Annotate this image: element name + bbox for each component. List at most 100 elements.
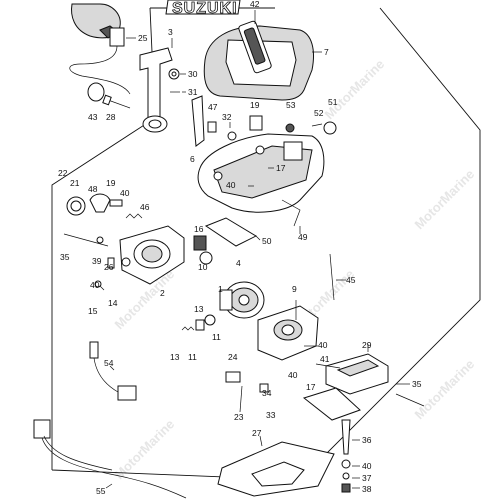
callout-31: 31 xyxy=(188,87,198,97)
callout-40-top: 40 xyxy=(226,180,236,190)
callout-50: 50 xyxy=(262,236,272,246)
callout-19: 19 xyxy=(250,100,260,110)
seal xyxy=(89,193,111,213)
spacer xyxy=(195,319,205,331)
callout-9: 9 xyxy=(292,284,297,294)
callout-35-right: 35 xyxy=(412,379,422,389)
shaft-bolt xyxy=(107,99,131,109)
callout-35-left: 35 xyxy=(60,252,70,262)
spring xyxy=(125,213,143,219)
callout-40-right: 40 xyxy=(318,340,328,350)
callout-37: 37 xyxy=(362,473,372,483)
trim-cable xyxy=(89,341,137,401)
callout-47: 47 xyxy=(208,102,218,112)
leader-lines xyxy=(105,10,410,489)
callout-22: 22 xyxy=(58,168,68,178)
callout-26: 26 xyxy=(104,262,114,272)
washer xyxy=(96,236,104,244)
callout-28: 28 xyxy=(106,112,116,122)
callout-6: 6 xyxy=(190,154,195,164)
callout-38: 38 xyxy=(362,484,372,494)
housing-case xyxy=(197,133,325,213)
switch-wire xyxy=(239,385,243,413)
callout-49: 49 xyxy=(298,232,308,242)
callout-51: 51 xyxy=(328,97,338,107)
spacer xyxy=(109,199,123,207)
callout-11: 11 xyxy=(212,332,221,342)
shaft xyxy=(341,419,351,455)
callout-17-top: 17 xyxy=(276,163,286,173)
callout-52: 52 xyxy=(314,108,324,118)
nut xyxy=(323,121,337,135)
callout-25: 25 xyxy=(138,33,148,43)
callout-32: 32 xyxy=(222,112,232,122)
callout-13: 13 xyxy=(170,352,180,362)
callout-34: 34 xyxy=(262,388,272,398)
washer xyxy=(207,121,217,133)
callout-54: 54 xyxy=(104,358,114,368)
callout-48: 48 xyxy=(88,184,98,194)
callout-12: 13 xyxy=(194,304,204,314)
callout-40-mid: 40 xyxy=(90,280,100,290)
screw-head xyxy=(227,131,237,141)
callout-4: 4 xyxy=(236,258,241,268)
callout-40-lower: 40 xyxy=(288,370,298,380)
callout-42: 42 xyxy=(250,0,260,9)
spring xyxy=(181,326,195,331)
shift-housing xyxy=(257,305,319,361)
callout-12b: 11 xyxy=(188,352,197,362)
gasket-plate xyxy=(217,441,335,497)
callout-33: 33 xyxy=(266,410,276,420)
washer xyxy=(342,472,350,480)
washer xyxy=(204,314,216,326)
callout-2: 2 xyxy=(160,288,165,298)
switch xyxy=(225,371,241,383)
callout-24: 24 xyxy=(228,352,238,362)
callout-40-left: 40 xyxy=(120,188,130,198)
callout-17-bottom: 17 xyxy=(306,382,316,392)
slide-plate xyxy=(325,353,389,395)
ring xyxy=(199,251,213,265)
pin xyxy=(107,257,115,269)
callout-15: 15 xyxy=(88,306,98,316)
seal-ring-inner xyxy=(70,200,82,212)
harness xyxy=(69,27,131,95)
nut xyxy=(341,483,351,493)
detent xyxy=(193,235,207,251)
callout-45: 45 xyxy=(346,275,356,285)
nut xyxy=(285,123,295,133)
control-base xyxy=(119,225,185,285)
callout-labels: 25 3 30 31 42 7 43 28 47 32 19 53 51 52 … xyxy=(58,0,422,496)
brand-badge: SUZUKI xyxy=(165,0,241,17)
callout-55: 55 xyxy=(96,486,106,496)
callout-19b: 19 xyxy=(106,178,116,188)
small-bolt xyxy=(311,123,323,127)
callout-36: 36 xyxy=(362,435,372,445)
long-bolt xyxy=(395,393,425,407)
callout-43: 43 xyxy=(88,112,98,122)
callout-29: 29 xyxy=(362,340,372,350)
callout-7: 7 xyxy=(324,47,329,57)
callout-10: 10 xyxy=(198,262,208,272)
callout-21: 21 xyxy=(70,178,80,188)
callout-3: 3 xyxy=(168,27,173,37)
washer xyxy=(121,257,131,267)
gear xyxy=(219,281,265,319)
callout-27: 27 xyxy=(252,428,262,438)
clip xyxy=(259,383,269,393)
callout-1: 1 xyxy=(218,284,223,294)
watermark: MotorMarine xyxy=(412,166,478,232)
callout-41: 41 xyxy=(320,354,330,364)
callout-40-bottom: 40 xyxy=(362,461,372,471)
callout-16: 16 xyxy=(194,224,204,234)
clip xyxy=(249,115,263,131)
callout-39: 39 xyxy=(92,256,102,266)
wire xyxy=(281,199,301,227)
lever-plate xyxy=(302,387,361,421)
callout-14: 14 xyxy=(108,298,118,308)
main-harness xyxy=(33,419,187,499)
screw-head xyxy=(94,280,102,288)
callout-53: 53 xyxy=(286,100,296,110)
watermark: MotorMarine xyxy=(112,416,178,482)
